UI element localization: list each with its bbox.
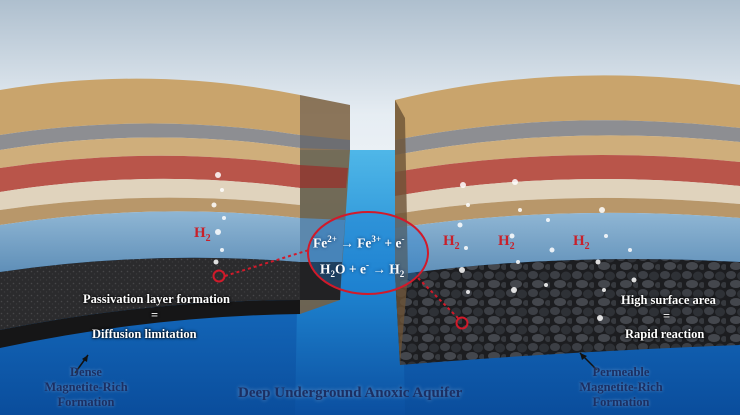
- h2-label: H2: [443, 233, 460, 252]
- bubbles: [211, 172, 637, 321]
- diagram-title: Deep Underground Anoxic Aquifer: [238, 385, 463, 401]
- right-rapid-reaction-text: Rapid reaction: [625, 327, 705, 341]
- h2-label: H2: [498, 233, 515, 252]
- right-surface-area-text: High surface area: [621, 293, 716, 307]
- left-passivation-text: Passivation layer formation: [83, 292, 230, 306]
- left-equals-sign: =: [151, 308, 159, 322]
- reaction-callout-ellipse: [307, 211, 429, 295]
- equation-iron-oxidation: Fe2+ → Fe3+ + e-: [313, 234, 405, 251]
- left-rock-block: [0, 78, 350, 348]
- reaction-site-right: [455, 316, 469, 330]
- arrow-permeable-head: [580, 353, 587, 360]
- left-diffusion-text: Diffusion limitation: [92, 327, 197, 341]
- reaction-site-left: [212, 269, 226, 283]
- h2-label: H2: [573, 233, 590, 252]
- right-rock-block: [395, 75, 740, 365]
- permeable-formation-label: Permeable Magnetite-Rich Formation: [579, 365, 663, 409]
- dense-formation-label: Dense Magnetite-Rich Formation: [44, 365, 128, 409]
- h2-label: H2: [194, 225, 211, 244]
- arrow-dense-head: [82, 355, 88, 362]
- pointer-left: [224, 249, 310, 277]
- right-equals-sign: =: [663, 309, 671, 323]
- equation-water-reduction: H2O + e- → H2: [320, 260, 405, 280]
